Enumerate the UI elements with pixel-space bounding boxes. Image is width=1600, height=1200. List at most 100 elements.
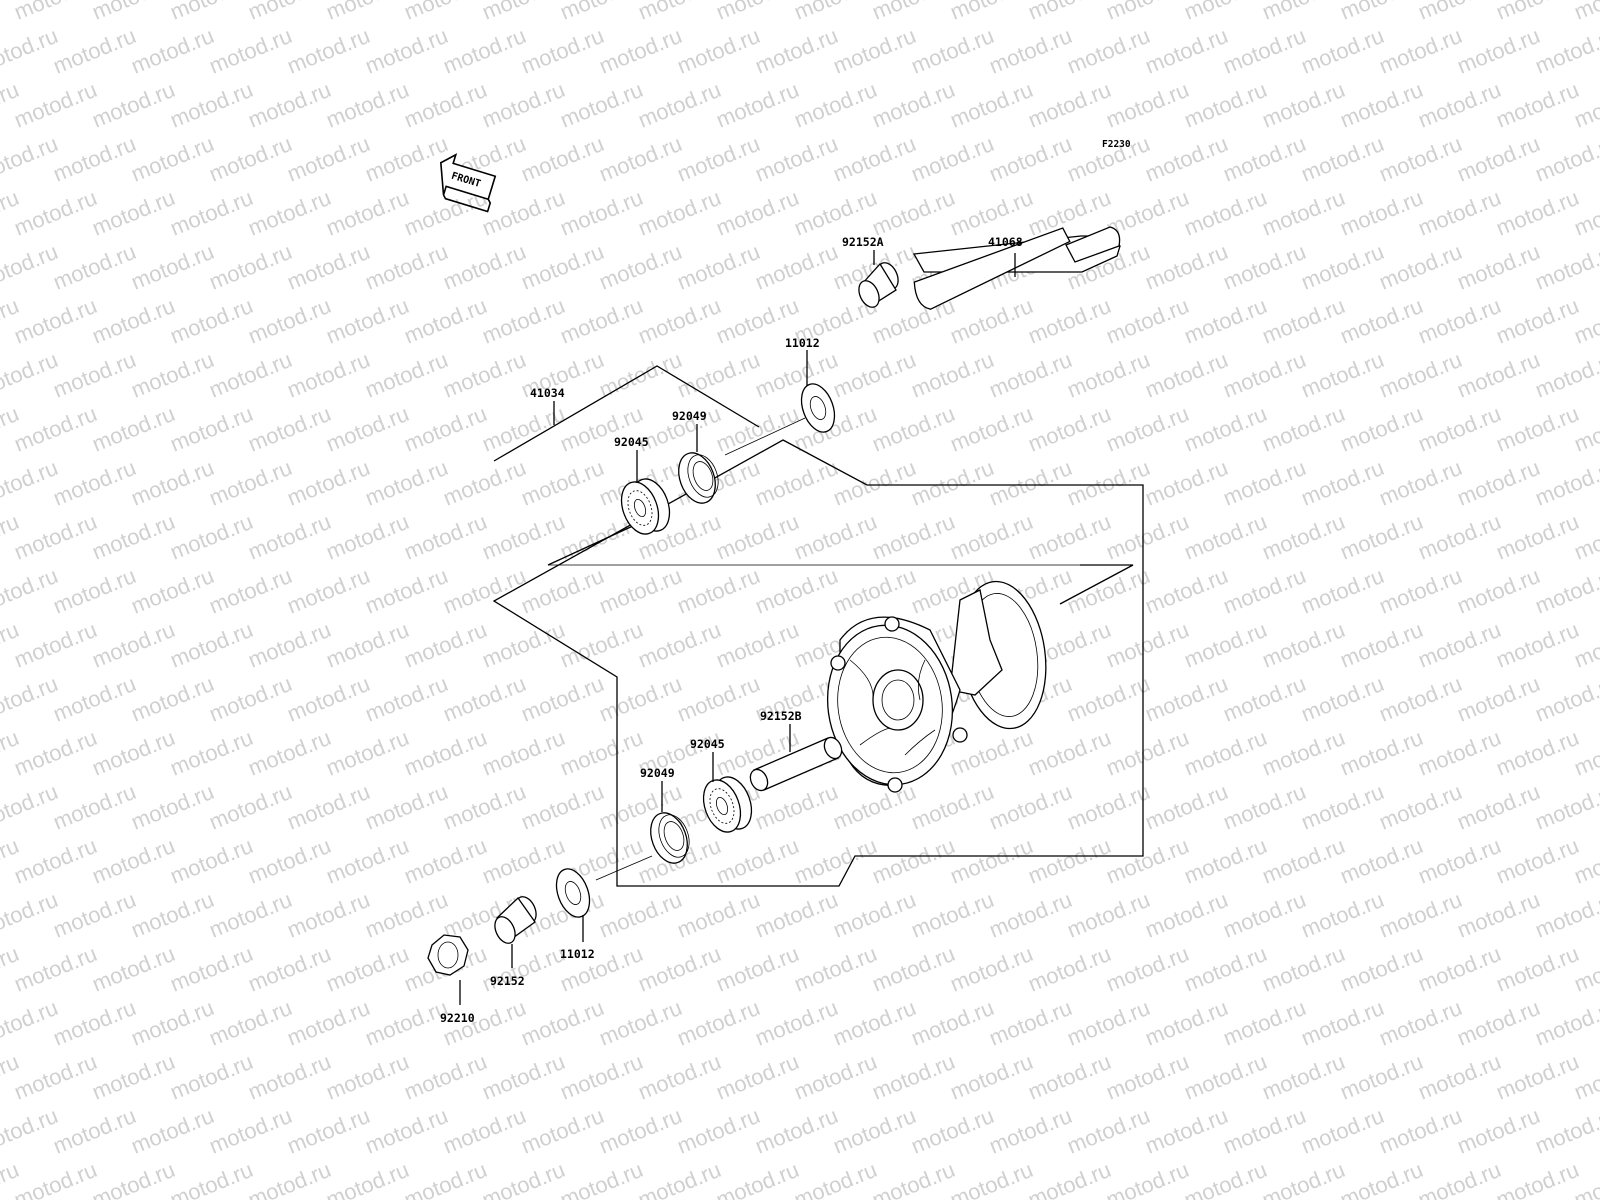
watermark-text: motod.ru: [167, 941, 257, 997]
watermark-text: motod.ru: [1220, 995, 1310, 1051]
watermark-text: motod.ru: [518, 563, 608, 619]
watermark-text: motod.ru: [245, 1157, 335, 1200]
watermark-text: motod.ru: [1142, 887, 1232, 943]
watermark-text: motod.ru: [440, 563, 530, 619]
watermark-text: motod.ru: [1142, 563, 1232, 619]
watermark-text: motod.ru: [1220, 563, 1310, 619]
watermark-text: motod.ru: [752, 455, 842, 511]
watermark-text: motod.ru: [674, 887, 764, 943]
watermark-text: motod.ru: [0, 779, 61, 835]
watermark-text: motod.ru: [206, 779, 296, 835]
watermark-text: motod.ru: [1493, 617, 1583, 673]
watermark-text: motod.ru: [1532, 23, 1600, 79]
watermark-text: motod.ru: [245, 293, 335, 349]
watermark-text: motod.ru: [362, 131, 452, 187]
watermark-text: motod.ru: [1454, 563, 1544, 619]
watermark-text: motod.ru: [1337, 617, 1427, 673]
watermark-text: motod.ru: [986, 995, 1076, 1051]
watermark-text: motod.ru: [479, 185, 569, 241]
watermark-text: motod.ru: [596, 671, 686, 727]
watermark-text: motod.ru: [11, 1049, 101, 1105]
watermark-text: motod.ru: [362, 455, 452, 511]
watermark-text: motod.ru: [401, 725, 491, 781]
watermark-text: motod.ru: [752, 1103, 842, 1159]
watermark-text: motod.ru: [713, 833, 803, 889]
watermark-text: motod.ru: [167, 77, 257, 133]
watermark-text: motod.ru: [1532, 131, 1600, 187]
watermark-text: motod.ru: [1454, 347, 1544, 403]
watermark-text: motod.ru: [323, 77, 413, 133]
watermark-text: motod.ru: [830, 455, 920, 511]
watermark-text: motod.ru: [635, 1157, 725, 1200]
watermark-text: motod.ru: [89, 509, 179, 565]
watermark-text: motod.ru: [1454, 671, 1544, 727]
watermark-text: motod.ru: [1376, 239, 1466, 295]
watermark-text: motod.ru: [596, 23, 686, 79]
watermark-text: motod.ru: [401, 0, 491, 25]
watermark-text: motod.ru: [323, 725, 413, 781]
watermark-text: motod.ru: [401, 1157, 491, 1200]
watermark-text: motod.ru: [1259, 725, 1349, 781]
watermark-text: motod.ru: [596, 239, 686, 295]
watermark-text: motod.ru: [908, 347, 998, 403]
watermark-text: motod.ru: [635, 0, 725, 25]
label-92152b: 92152B: [760, 709, 802, 723]
watermark-text: motod.ru: [1376, 563, 1466, 619]
watermark-text: motod.ru: [128, 131, 218, 187]
watermark-text: motod.ru: [1259, 833, 1349, 889]
watermark-text: motod.ru: [479, 1049, 569, 1105]
watermark-text: motod.ru: [0, 23, 61, 79]
watermark-text: motod.ru: [284, 671, 374, 727]
watermark-text: motod.ru: [11, 185, 101, 241]
watermark-text: motod.ru: [752, 563, 842, 619]
watermark-text: motod.ru: [128, 995, 218, 1051]
watermark-text: motod.ru: [401, 401, 491, 457]
watermark-text: motod.ru: [1298, 1103, 1388, 1159]
watermark-text: motod.ru: [1493, 77, 1583, 133]
watermark-text: motod.ru: [557, 725, 647, 781]
watermark-text: motod.ru: [1415, 293, 1505, 349]
watermark-text: motod.ru: [1064, 779, 1154, 835]
watermark-text: motod.ru: [518, 131, 608, 187]
collar-b-part: [749, 736, 843, 792]
watermark-text: motod.ru: [323, 293, 413, 349]
watermark-text: motod.ru: [752, 131, 842, 187]
watermark-text: motod.ru: [1181, 941, 1271, 997]
hub-assembly-bracket: [492, 365, 1144, 887]
watermark-text: motod.ru: [1025, 509, 1115, 565]
watermark-text: motod.ru: [986, 779, 1076, 835]
watermark-text: motod.ru: [1298, 239, 1388, 295]
watermark-text: motod.ru: [440, 779, 530, 835]
watermark-text: motod.ru: [401, 833, 491, 889]
watermark-text: motod.ru: [1025, 941, 1115, 997]
watermark-text: motod.ru: [1025, 1049, 1115, 1105]
watermark-text: motod.ru: [908, 887, 998, 943]
watermark-text: motod.ru: [1259, 509, 1349, 565]
watermark-text: motod.ru: [128, 1103, 218, 1159]
watermark-text: motod.ru: [674, 239, 764, 295]
watermark-text: motod.ru: [674, 347, 764, 403]
watermark-text: motod.ru: [50, 995, 140, 1051]
watermark-text: motod.ru: [401, 509, 491, 565]
watermark-text: motod.ru: [1259, 401, 1349, 457]
watermark-text: motod.ru: [323, 1157, 413, 1200]
watermark-text: motod.ru: [1220, 779, 1310, 835]
watermark-text: motod.ru: [1259, 617, 1349, 673]
watermark-text: motod.ru: [1532, 563, 1600, 619]
watermark-text: motod.ru: [11, 617, 101, 673]
watermark-text: motod.ru: [11, 0, 101, 25]
watermark-text: motod.ru: [1337, 833, 1427, 889]
watermark-text: motod.ru: [284, 563, 374, 619]
watermark-text: motod.ru: [1220, 671, 1310, 727]
watermark-text: motod.ru: [713, 401, 803, 457]
watermark-text: motod.ru: [245, 833, 335, 889]
label-92152a: 92152A: [842, 235, 884, 249]
watermark-text: motod.ru: [869, 1049, 959, 1105]
watermark-text: motod.ru: [128, 347, 218, 403]
watermark-text: motod.ru: [1454, 779, 1544, 835]
watermark-text: motod.ru: [1454, 239, 1544, 295]
watermark-text: motod.ru: [1103, 617, 1193, 673]
watermark-text: motod.ru: [830, 131, 920, 187]
watermark-text: motod.ru: [206, 1103, 296, 1159]
watermark-text: motod.ru: [50, 23, 140, 79]
